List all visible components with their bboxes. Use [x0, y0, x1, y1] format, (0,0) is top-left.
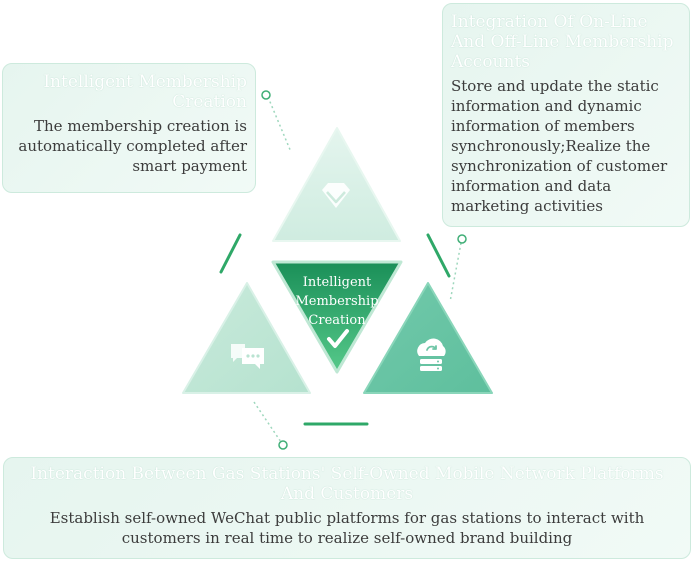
card-title: Interaction Between Gas Stations' Self-O… [30, 464, 664, 504]
card-online-offline-integration: Integration Of On-Line And Off-Line Memb… [442, 3, 690, 227]
card-body: Establish self-owned WeChat public platf… [49, 509, 645, 547]
card-body: The membership creation is automatically… [18, 117, 247, 175]
card-self-owned-platform-interaction: Interaction Between Gas Stations' Self-O… [3, 457, 691, 559]
card-title: Integration Of On-Line And Off-Line Memb… [451, 12, 674, 72]
center-label: Intelligent Membership Creation [295, 275, 379, 328]
card-title: Intelligent Membership Creation [43, 72, 247, 112]
triangle-left [182, 282, 311, 394]
connector-top-left [267, 96, 292, 153]
card-intelligent-membership-creation: Intelligent Membership Creation The memb… [2, 63, 256, 193]
cloud-sync-server-icon [417, 338, 446, 371]
accent-bar-right [426, 233, 451, 278]
triangle-center [271, 260, 403, 374]
chat-bubbles-icon [231, 344, 264, 369]
diamond-icon [322, 183, 350, 208]
connector-dot-top-left [261, 90, 271, 100]
connector-right [449, 242, 462, 303]
triangle-right [363, 282, 493, 394]
accent-bar-left [219, 233, 242, 274]
checkmark-icon [327, 329, 349, 348]
card-body: Store and update the static information … [451, 77, 668, 215]
connector-bottom [253, 401, 282, 443]
connector-dot-bottom [278, 440, 288, 450]
connector-dot-right [457, 234, 467, 244]
